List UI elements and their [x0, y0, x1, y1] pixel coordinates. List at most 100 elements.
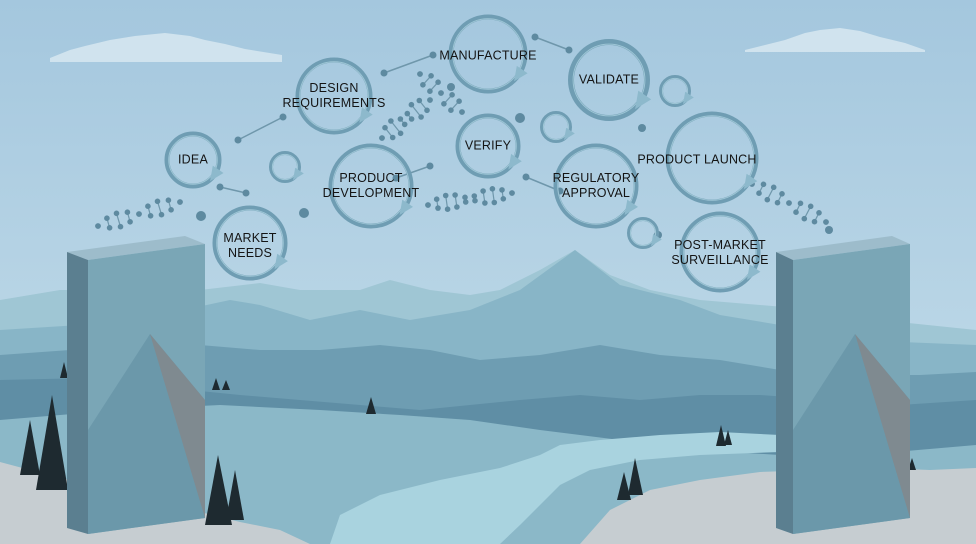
label-regulatory-approval: REGULATORY APPROVAL	[553, 171, 640, 202]
small-ring-d-circle	[627, 217, 659, 249]
small-ring-a-circle	[269, 151, 301, 183]
ring-product-launch-arrow	[743, 173, 758, 190]
ring-validate-highlight	[572, 43, 646, 117]
ring-post-market-surveillance-arrow	[747, 264, 761, 280]
helix-center-a-dot-b-7	[427, 97, 433, 103]
ring-post-market-surveillance	[679, 211, 761, 293]
helix-right-dot-b-8	[823, 219, 829, 225]
label-design-line1: DESIGN	[309, 80, 359, 95]
label-post-market-line1: POST-MARKET	[674, 237, 766, 252]
ring-design-requirements-arrow	[359, 107, 373, 123]
helix-left-dot-b-7	[168, 207, 174, 213]
label-post-market-surveillance: POST-MARKET SURVEILLANCE	[671, 238, 768, 269]
ring-post-market-surveillance-highlight	[683, 215, 757, 289]
small-ring-b-arrow	[564, 127, 575, 141]
connector-product-verify-dot-start	[392, 174, 400, 182]
small-ring-b-circle	[540, 111, 572, 143]
helix-center-a-dot-b-6	[424, 107, 430, 114]
helix-left-dot-b-0	[95, 223, 101, 229]
ring-manufacture	[448, 14, 528, 94]
helix-center-c-dot-b-9	[509, 190, 515, 196]
ring-market-needs	[212, 205, 288, 281]
label-regulatory-line2: APPROVAL	[561, 186, 631, 200]
river	[330, 432, 850, 544]
helix-center-b-dot-b-5	[448, 107, 454, 113]
helix-right-dot-a-6	[807, 203, 814, 210]
ring-design-requirements-circle	[295, 57, 373, 135]
small-ring-c-circle	[659, 75, 691, 107]
connector-design-manufacture-dot-end	[429, 51, 437, 59]
ring-product-launch-circle	[665, 111, 759, 205]
label-market-line2: NEEDS	[227, 246, 273, 260]
stage-rings	[164, 14, 761, 293]
label-design-requirements: DESIGN REQUIREMENTS	[282, 81, 385, 112]
helix-left-dot-b-5	[147, 213, 154, 219]
helix-left-dot-a-1	[106, 225, 113, 231]
label-product-development: PRODUCT DEVELOPMENT	[323, 171, 420, 202]
helix-center-a-dot-b-5	[418, 114, 424, 120]
connector-product-verify-dot-end	[426, 162, 434, 170]
helix-center-c-dot-b-3	[452, 192, 458, 198]
connector-manufacture-validate	[531, 33, 573, 54]
left-pillar	[67, 236, 205, 534]
connector-idea-market-dot-end	[242, 189, 250, 197]
label-product-dev-line2: DEVELOPMENT	[322, 186, 420, 200]
helix-left-dot-a-2	[117, 223, 124, 230]
helix-center-a-dot-b-1	[382, 124, 388, 131]
helix-center-b-dot-a-1	[420, 82, 426, 88]
helix-center-c	[425, 186, 515, 212]
small-ring-d	[627, 217, 662, 249]
label-regulatory-line1: REGULATORY	[552, 170, 640, 185]
helix-center-a-dot-a-2	[397, 130, 404, 137]
helix-center-c-dot-b-0	[425, 202, 431, 208]
helix-center-c-dot-b-2	[442, 192, 449, 199]
helix-center-a-dot-a-1	[389, 134, 396, 141]
pine-trees	[20, 362, 916, 525]
connector-verify-regulatory-dot-start	[522, 173, 530, 181]
ring-validate-circle	[568, 39, 650, 121]
ring-idea-highlight	[168, 135, 218, 185]
connector-design-manufacture-dot-start	[380, 69, 388, 77]
ring-market-needs-arrow	[274, 253, 288, 270]
small-ring-c-highlight	[661, 77, 689, 105]
ring-regulatory-approval-highlight	[557, 147, 635, 225]
connector-idea-market-dot-start	[216, 183, 224, 191]
ring-verify	[455, 113, 522, 179]
ring-manufacture-highlight	[452, 18, 524, 90]
helix-center-c-dot-b-6	[482, 200, 488, 206]
helix-right-dot-b-5	[793, 209, 799, 215]
cloud-right	[745, 28, 925, 52]
helix-right-dot-a-2	[764, 196, 771, 203]
label-validate: VALIDATE	[579, 72, 639, 87]
ring-manufacture-arrow	[514, 65, 528, 82]
ring-idea	[164, 131, 224, 189]
helix-center-a-dot-a-4	[404, 110, 411, 117]
ring-idea-arrow	[210, 165, 224, 182]
helix-right-dot-b-3	[779, 191, 785, 197]
small-ring-a	[269, 151, 304, 183]
helix-center-b-dot-b-6	[459, 109, 465, 115]
helix-right-dot-b-1	[760, 181, 767, 188]
label-market-line1: MARKET	[223, 230, 277, 245]
helix-center-a-dot-a-5	[408, 101, 415, 108]
helix-center-b-dot-b-3	[438, 90, 444, 96]
decorations	[95, 33, 833, 239]
helix-center-a-dot-a-6	[416, 97, 423, 104]
helix-center-a-dot-b-0	[379, 135, 385, 141]
helix-center-c-dot-b-5	[472, 197, 478, 204]
label-manufacture: MANUFACTURE	[439, 48, 536, 63]
ring-post-market-surveillance-circle	[679, 211, 761, 293]
loose-dot-5	[825, 226, 833, 234]
label-design-line2: REQUIREMENTS	[282, 96, 386, 110]
helix-center-c-dot-a-3	[454, 204, 460, 210]
label-verify-text: VERIFY	[464, 138, 512, 153]
connector-product-verify	[392, 162, 434, 182]
helix-center-c-dot-a-2	[444, 206, 451, 212]
helix-center-a-dot-b-4	[408, 116, 415, 122]
ring-product-development	[328, 143, 414, 229]
ring-verify-arrow	[508, 153, 522, 170]
helix-center-b-dot-b-4	[441, 101, 447, 107]
ring-market-needs-highlight	[216, 209, 284, 277]
helix-center-a-dot-a-3	[401, 121, 408, 128]
helix-center-b-dot-b-2	[435, 79, 441, 85]
